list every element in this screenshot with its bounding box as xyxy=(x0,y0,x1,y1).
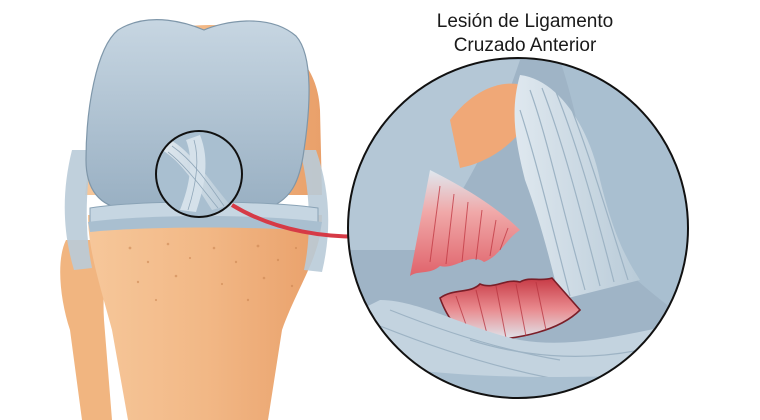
fibula-bone xyxy=(60,240,112,420)
diagram-title: Lesión de Ligamento Cruzado Anterior xyxy=(400,10,650,58)
torn-ligament-upper xyxy=(410,170,520,276)
acl-small-view xyxy=(156,131,242,217)
zoom-circle-border xyxy=(347,57,689,399)
magnify-circle-icon xyxy=(155,130,243,218)
title-line-2: Cruzado Anterior xyxy=(453,35,597,56)
knee-joint xyxy=(60,19,329,420)
zoomed-acl-view xyxy=(347,57,689,399)
title-line-1: Lesión de Ligamento xyxy=(436,11,614,32)
bone-texture xyxy=(128,242,298,302)
tibia-bone xyxy=(88,215,322,420)
lateral-collateral-ligament xyxy=(64,150,92,270)
ligament-fibers-upper xyxy=(514,75,640,300)
